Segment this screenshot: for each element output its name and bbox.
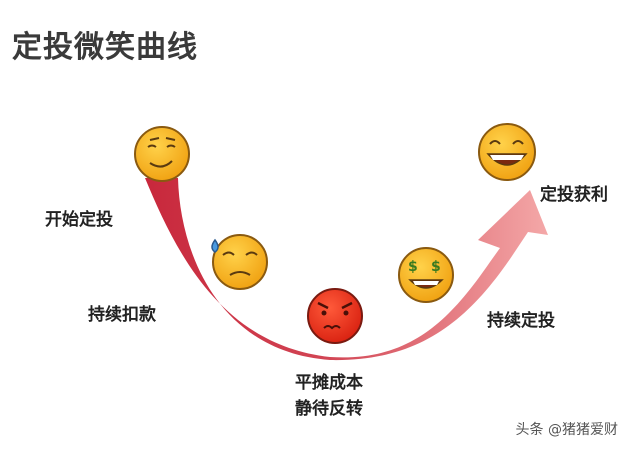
stage-label-cost-line2: 静待反转 bbox=[295, 399, 363, 419]
svg-text:$: $ bbox=[431, 259, 441, 275]
smirk-emoji-icon bbox=[134, 126, 190, 182]
stage-label-cost: 平摊成本 静待反转 bbox=[295, 370, 363, 422]
money-eyes-emoji-icon: $ $ bbox=[398, 247, 454, 303]
stage-label-profit: 定投获利 bbox=[540, 185, 608, 205]
svg-text:$: $ bbox=[408, 259, 418, 275]
stage-label-cost-line1: 平摊成本 bbox=[295, 373, 363, 393]
grin-emoji-icon bbox=[478, 123, 536, 181]
watermark: 头条 @猪猪爱财 bbox=[515, 422, 618, 438]
sweat-sad-emoji-icon bbox=[211, 234, 268, 290]
angry-emoji-icon bbox=[307, 288, 363, 344]
stage-label-continue: 持续定投 bbox=[487, 311, 555, 331]
stage-label-deduct: 持续扣款 bbox=[88, 305, 156, 325]
page-title: 定投微笑曲线 bbox=[12, 30, 198, 65]
stage-label-start: 开始定投 bbox=[45, 210, 113, 230]
